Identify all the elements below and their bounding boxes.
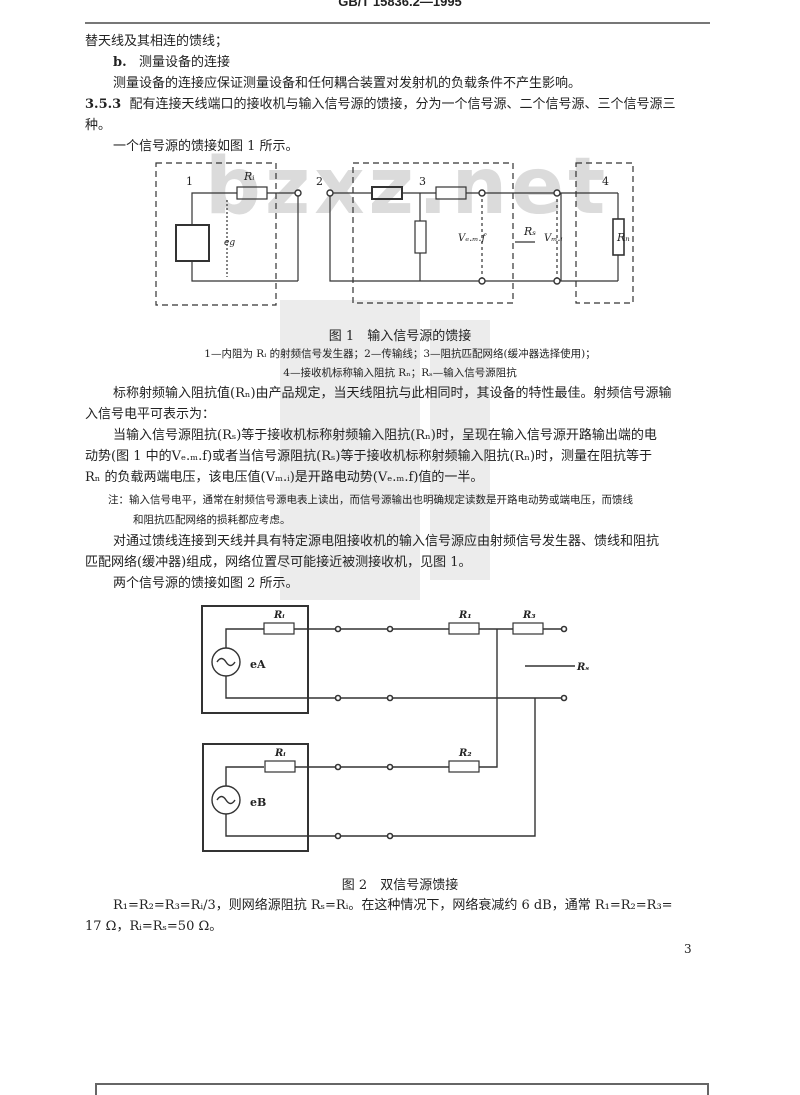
standard-header: GB/T 15836.2—1995 <box>338 0 462 9</box>
label-rs: Rₛ <box>576 662 589 673</box>
text-line: 对通过馈线连接到天线并具有特定源电阻接收机的输入信号源应由射频信号发生器、馈线和… <box>113 534 660 549</box>
note: 注：输入信号电平，通常在射频信号源电表上读出，而信号源输出也明确规定读数是开路电… <box>108 494 633 506</box>
text-line: R₁=R₂=R₃=Rᵢ/3，则网络源阻抗 Rₛ=Rᵢ。在这种情况下，网络衰减约 … <box>113 898 673 913</box>
figure-1-caption: 图 1 输入信号源的馈接 <box>328 329 472 344</box>
figure-2-caption: 图 2 双信号源馈接 <box>341 878 459 893</box>
text-line: 替天线及其相连的馈线； <box>85 34 229 49</box>
label-rs: Rₛ <box>523 225 536 238</box>
text-line: 当输入信号源阻抗(Rₛ)等于接收机标称射频输入阻抗(Rₙ)时，呈现在输入信号源开… <box>113 428 657 443</box>
source-a-box <box>201 605 309 714</box>
resistor-ri <box>236 186 268 200</box>
list-item-b: b. 测量设备的连接 <box>113 52 738 73</box>
text-line: 标称射频输入阻抗值(Rₙ)由产品规定，当天线阻抗与此相同时，其设备的特性最佳。射… <box>113 386 672 401</box>
label-ri-b: Rᵢ <box>274 748 286 759</box>
scan-artifact <box>430 320 490 580</box>
label-eg: eg <box>224 238 235 248</box>
label-vemf: Vₑ.ₘ.f <box>458 233 488 244</box>
label-1: 1 <box>186 175 193 188</box>
text-line: 17 Ω，Rᵢ=Rₛ=50 Ω。 <box>85 919 223 934</box>
label-ri-a: Rᵢ <box>273 610 285 621</box>
label-r3: R₃ <box>522 610 536 621</box>
note: 和阻抗匹配网络的损耗都应考虑。 <box>133 514 291 526</box>
text-line: 匹配网络(缓冲器)组成，网络位置尽可能接近被测接收机，见图 1。 <box>85 555 472 570</box>
block-1-boundary <box>155 162 277 306</box>
resistor-series-1 <box>371 186 403 200</box>
text-line: 一个信号源的馈接如图 1 所示。 <box>113 139 299 154</box>
label-ea: eA <box>250 658 266 671</box>
text-line: 动势(图 1 中的Vₑ.ₘ.f)或者当信号源阻抗(Rₛ)等于接收机标称射频输入阻… <box>85 449 653 464</box>
resistor-series-2 <box>435 186 467 200</box>
header-rule <box>85 22 710 24</box>
scan-artifact <box>280 300 420 600</box>
label-4: 4 <box>602 175 609 188</box>
footer-frame <box>95 1083 709 1095</box>
resistor-r3 <box>512 622 544 635</box>
watermark: bzxz.net <box>205 142 610 232</box>
text-line: 种。 <box>85 118 112 133</box>
figure-1-circuit: 1 Rᵢ 2 3 4 eg Vₑ.ₘ.f Rₛ Vₘ.ᵢ Rₙ <box>155 162 634 306</box>
text-line: 测量设备的连接应保证测量设备和任何耦合装置对发射机的负载条件不产生影响。 <box>113 76 582 91</box>
text-line: 两个信号源的馈接如图 2 所示。 <box>113 576 299 591</box>
label-rn: Rₙ <box>616 231 630 244</box>
label-2: 2 <box>316 175 323 188</box>
block-4-boundary <box>575 162 634 304</box>
label-eb: eB <box>250 796 266 809</box>
text-line: 入信号电平可表示为： <box>85 407 216 422</box>
resistor-rn <box>612 218 625 256</box>
resistor-ri-a <box>263 622 295 635</box>
label-ri: Rᵢ <box>243 170 255 183</box>
resistor-r2 <box>448 760 480 773</box>
page-number: 3 <box>684 942 692 956</box>
list-marker: b. <box>113 55 127 70</box>
figure-1-legend: 1—内阻为 Rᵢ 的射频信号发生器；2—传输线；3—阻抗匹配网络(缓冲器选择使用… <box>204 348 596 360</box>
text-line: Rₙ 的负载两端电压，该电压值(Vₘ.ᵢ)是开路电动势(Vₑ.ₘ.f)值的一半。 <box>85 470 484 485</box>
list-text: 测量设备的连接 <box>139 55 231 70</box>
label-r2: R₂ <box>458 748 472 759</box>
figure-2-circuit: Rᵢ R₁ R₃ Rₛ Rᵢ R₂ eA eB <box>201 605 589 852</box>
label-vmi: Vₘ.ᵢ <box>544 233 563 244</box>
resistor-r1 <box>448 622 480 635</box>
source-b-box <box>202 743 309 852</box>
label-r1: R₁ <box>458 610 472 621</box>
block-3-boundary <box>352 162 514 304</box>
resistor-ri-b <box>264 760 296 773</box>
figure-1-legend: 4—接收机标称输入阻抗 Rₙ；Rₛ—输入信号源阻抗 <box>283 367 517 379</box>
section-number: 3.5.3 <box>85 97 122 112</box>
section-3-5-3: 3.5.3 配有连接天线端口的接收机与输入信号源的馈接，分为一个信号源、二个信号… <box>85 94 710 115</box>
generator-symbol <box>175 224 210 262</box>
section-text: 配有连接天线端口的接收机与输入信号源的馈接，分为一个信号源、二个信号源、三个信号… <box>129 97 676 112</box>
resistor-shunt <box>414 220 427 254</box>
label-3: 3 <box>419 175 426 188</box>
